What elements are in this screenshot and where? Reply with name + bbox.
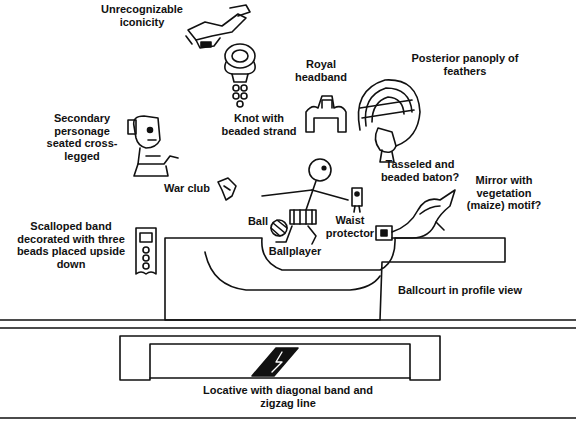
mirror-glyph-stroke <box>392 190 455 238</box>
feather-panoply-glyph-stroke <box>365 88 412 126</box>
scalloped-band-glyph-stroke <box>143 247 149 253</box>
headband-glyph-stroke <box>322 100 332 108</box>
ballcourt-glyph-stroke <box>165 238 505 320</box>
ballcourt-glyph-stroke <box>205 252 380 290</box>
feather-panoply-glyph-stroke <box>375 128 396 152</box>
baton-glyph-stroke <box>355 192 359 196</box>
knot-glyph-stroke <box>233 93 239 99</box>
feather-panoply-glyph-stroke <box>372 97 404 122</box>
ballplayer-glyph-stroke <box>306 181 316 210</box>
seated-personage-glyph-stroke <box>146 155 160 157</box>
war-club-glyph-stroke <box>224 186 230 190</box>
ballplayer-glyph-stroke <box>308 226 316 244</box>
scalloped-band-glyph-stroke <box>136 228 156 274</box>
ball-glyph-stroke <box>271 220 287 236</box>
waist-protector-glyph-stroke <box>290 210 316 224</box>
feather-panoply-glyph <box>358 80 420 162</box>
locative-glyph-stroke <box>120 336 440 380</box>
ballplayer-glyph-stroke <box>312 190 348 200</box>
part-label: Tasseled and beaded baton? <box>368 158 472 183</box>
part-label: Ballcourt in profile view <box>384 284 536 297</box>
part-label: Secondary personage seated cross-legged <box>38 112 126 162</box>
part-label: War club <box>160 182 214 195</box>
scalloped-band-glyph-stroke <box>143 255 149 261</box>
ballcourt-glyph <box>165 238 505 320</box>
seated-personage-glyph-stroke <box>134 116 160 148</box>
seated-personage-glyph-stroke <box>128 120 136 134</box>
unrecognizable-glyph-stroke <box>186 36 192 44</box>
mirror-glyph <box>376 190 455 240</box>
unrecognizable-glyph-stroke <box>201 42 211 47</box>
ballplayer-glyph-stroke <box>309 159 331 181</box>
baton-glyph-stroke <box>354 206 360 212</box>
knot-glyph-stroke <box>241 85 247 91</box>
figure-label: Ballplayer <box>262 245 328 258</box>
part-label: Mirror with vegetation (maize) motif? <box>458 174 550 212</box>
ballplayer-glyph-stroke <box>262 190 312 196</box>
seated-personage-glyph-stroke <box>138 148 178 164</box>
knot-glyph-stroke <box>241 93 247 99</box>
baton-glyph <box>352 188 362 212</box>
part-label: Scalloped band decorated with three bead… <box>10 220 132 270</box>
part-label: Waist protector <box>320 214 380 239</box>
part-label: Royal headband <box>288 58 354 83</box>
locative-glyph-stroke <box>0 320 576 418</box>
part-label: Locative with diagonal band and zigzag l… <box>198 384 378 409</box>
ballplayer-glyph-stroke <box>322 166 326 170</box>
knot-glyph-stroke <box>225 44 255 68</box>
locative-glyph-stroke <box>272 352 282 372</box>
knot-glyph-stroke <box>232 74 248 82</box>
baton-glyph-stroke <box>352 188 362 206</box>
unrecognizable-glyph-stroke <box>230 5 250 16</box>
knot-glyph-stroke <box>232 50 248 62</box>
mirror-glyph-stroke <box>420 206 440 214</box>
headband-glyph <box>306 96 346 132</box>
war-club-glyph <box>218 178 236 200</box>
part-label: Ball <box>244 215 272 228</box>
locative-glyph-stroke <box>150 377 410 379</box>
part-label: Posterior panoply of feathers <box>400 52 530 77</box>
knot-glyph-stroke <box>233 85 239 91</box>
scalloped-band-glyph-stroke <box>143 263 149 269</box>
locative-glyph-stroke <box>252 348 298 376</box>
unrecognizable-glyph <box>186 5 250 48</box>
seated-personage-glyph-stroke <box>148 139 156 141</box>
knot-glyph <box>225 44 255 107</box>
unrecognizable-glyph-stroke <box>196 38 220 48</box>
knot-glyph-stroke <box>225 62 255 74</box>
scalloped-band-glyph-stroke <box>140 233 152 242</box>
knot-glyph-stroke <box>237 101 243 107</box>
mirror-glyph-stroke <box>381 230 387 236</box>
waist-protector-glyph-stroke <box>294 210 312 224</box>
part-label: Knot with beaded strand <box>216 112 302 137</box>
scalloped-band-glyph <box>136 228 156 274</box>
mirror-glyph-stroke <box>376 226 392 240</box>
locative-glyph <box>0 320 576 418</box>
feather-panoply-glyph-stroke <box>360 100 414 118</box>
seated-personage-glyph <box>128 116 178 176</box>
mirror-glyph-stroke <box>436 222 444 230</box>
feather-panoply-glyph-stroke <box>358 80 420 146</box>
seated-personage-glyph-stroke <box>134 164 168 176</box>
icon-caption: Unrecognizable iconicity <box>92 3 192 28</box>
seated-personage-glyph-stroke <box>148 128 153 133</box>
unrecognizable-glyph-stroke <box>188 14 246 40</box>
war-club-glyph-stroke <box>218 178 236 200</box>
waist-protector-glyph <box>290 210 316 224</box>
ball-glyph-stroke <box>271 220 287 236</box>
ball-glyph <box>271 220 287 236</box>
headband-glyph-stroke <box>306 96 346 132</box>
